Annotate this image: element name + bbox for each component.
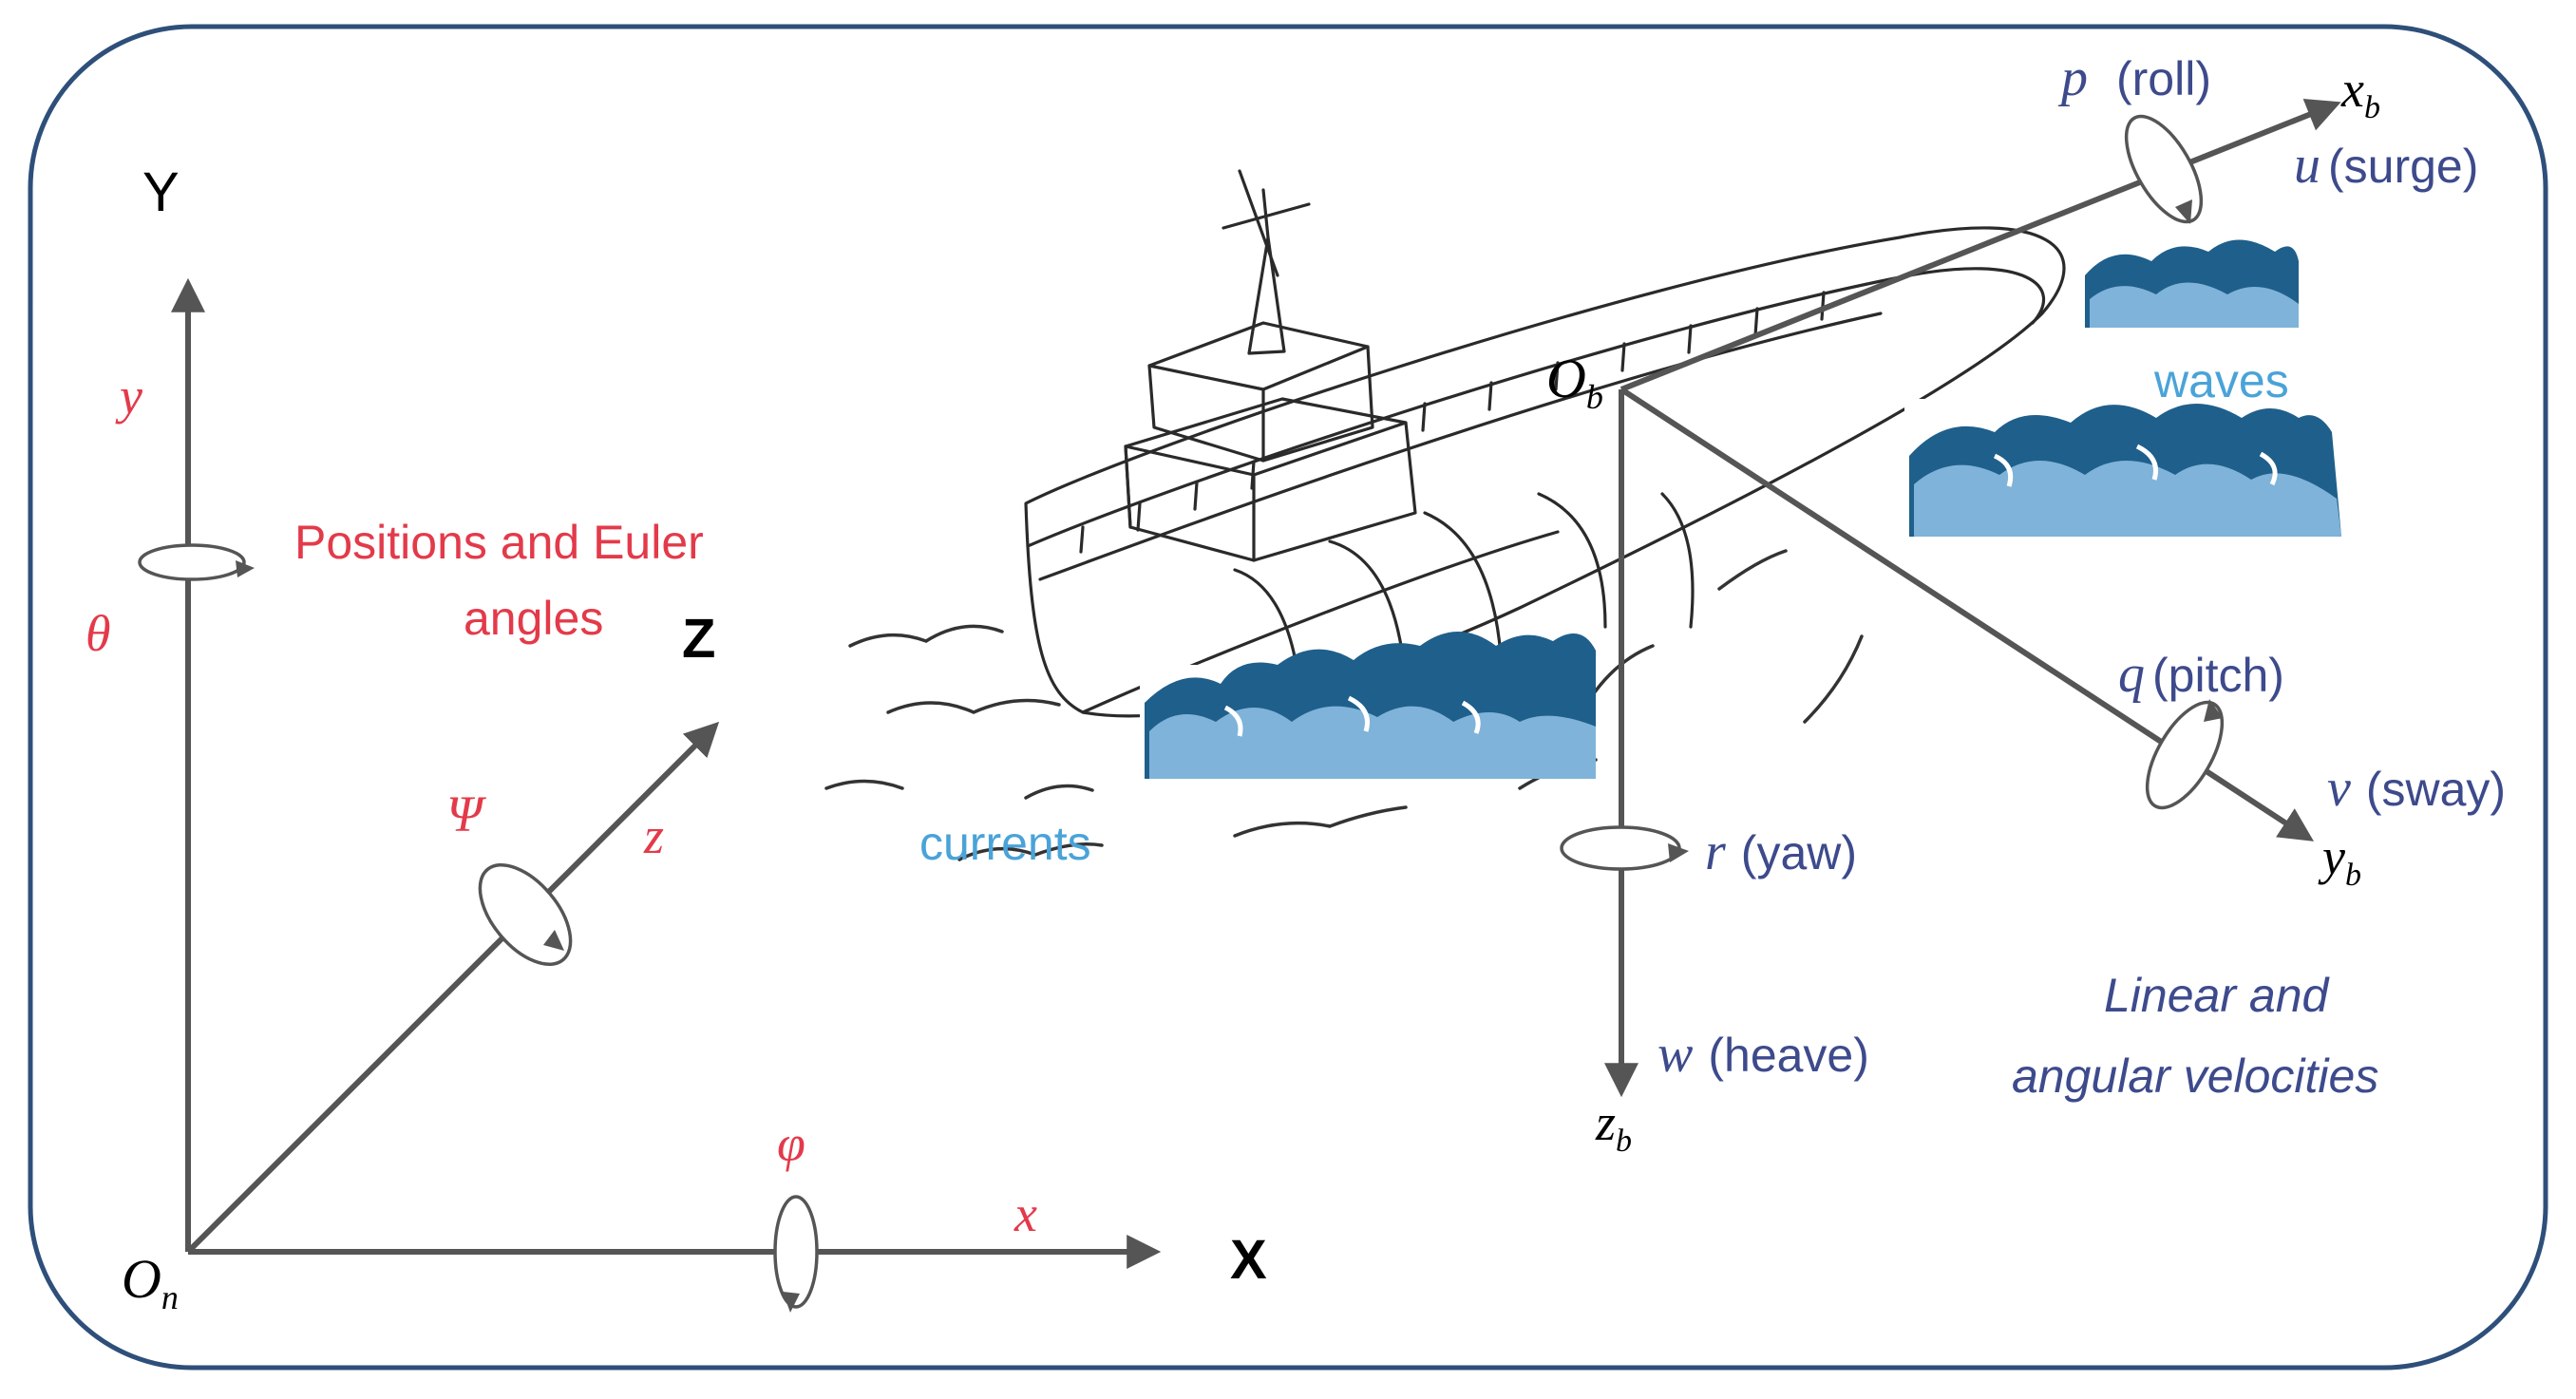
origin-Ob-label: Ob bbox=[1546, 348, 1603, 416]
theta-rotation-arrowhead-icon bbox=[236, 560, 255, 577]
yaw-rotation-icon bbox=[1560, 825, 1681, 871]
wave-graphic-bow-lower bbox=[1904, 399, 2341, 541]
positions-title-line2: angles bbox=[464, 592, 603, 645]
z-label: z bbox=[643, 807, 664, 864]
surge-label: u(surge) bbox=[2294, 136, 2478, 195]
roll-rotation-icon bbox=[2124, 114, 2204, 224]
yb-axis-label: yb bbox=[2318, 828, 2361, 893]
psi-label: Ψ bbox=[446, 785, 487, 842]
wave-graphic-bow-upper bbox=[2080, 237, 2299, 332]
phi-label: φ bbox=[777, 1115, 805, 1172]
wave-graphic-stern bbox=[1140, 632, 1596, 779]
theta-label: θ bbox=[85, 605, 111, 662]
z-axis-arrow bbox=[185, 721, 720, 1255]
theta-rotation-icon bbox=[138, 543, 246, 581]
xb-axis-label: xb bbox=[2340, 61, 2380, 125]
y-label: y bbox=[115, 368, 142, 425]
axis-Y-label: Y bbox=[142, 161, 180, 223]
currents-label: currents bbox=[919, 817, 1091, 870]
yaw-rotation-arrowhead-icon bbox=[1668, 843, 1689, 862]
velocities-title-line1: Linear and bbox=[2104, 969, 2330, 1022]
origin-On-label: On bbox=[122, 1248, 179, 1316]
zb-axis-label: zb bbox=[1595, 1094, 1632, 1159]
phi-rotation-arrowhead-icon bbox=[783, 1292, 800, 1313]
axis-X-label: X bbox=[1230, 1229, 1267, 1291]
velocities-title-line2: angular velocities bbox=[2012, 1049, 2378, 1103]
roll-label: p(roll) bbox=[2057, 48, 2211, 107]
xb-axis-arrow bbox=[1619, 98, 2341, 392]
axis-Z-label: Z bbox=[682, 608, 715, 670]
pitch-label: q(pitch) bbox=[2118, 645, 2284, 704]
heave-label: w(heave) bbox=[1657, 1025, 1869, 1084]
psi-rotation-arrowhead-icon bbox=[543, 930, 564, 951]
sway-label: v(sway) bbox=[2327, 759, 2506, 818]
pitch-rotation-icon bbox=[2145, 700, 2225, 810]
waves-label: waves bbox=[2153, 354, 2289, 407]
phi-rotation-icon bbox=[773, 1195, 819, 1309]
roll-rotation-arrowhead-icon bbox=[2175, 199, 2192, 224]
yaw-label: r(yaw) bbox=[1705, 822, 1857, 881]
positions-title-line1: Positions and Euler bbox=[294, 516, 704, 569]
earth-frame: Y X Z y θ x φ z Ψ On Positions and Euler… bbox=[85, 161, 1267, 1316]
pitch-rotation-arrowhead-icon bbox=[2204, 699, 2223, 722]
x-label: x bbox=[1013, 1185, 1037, 1242]
body-frame: Ob xb yb zb p(roll) u(surge) q(pitch) v(… bbox=[1546, 48, 2506, 1159]
